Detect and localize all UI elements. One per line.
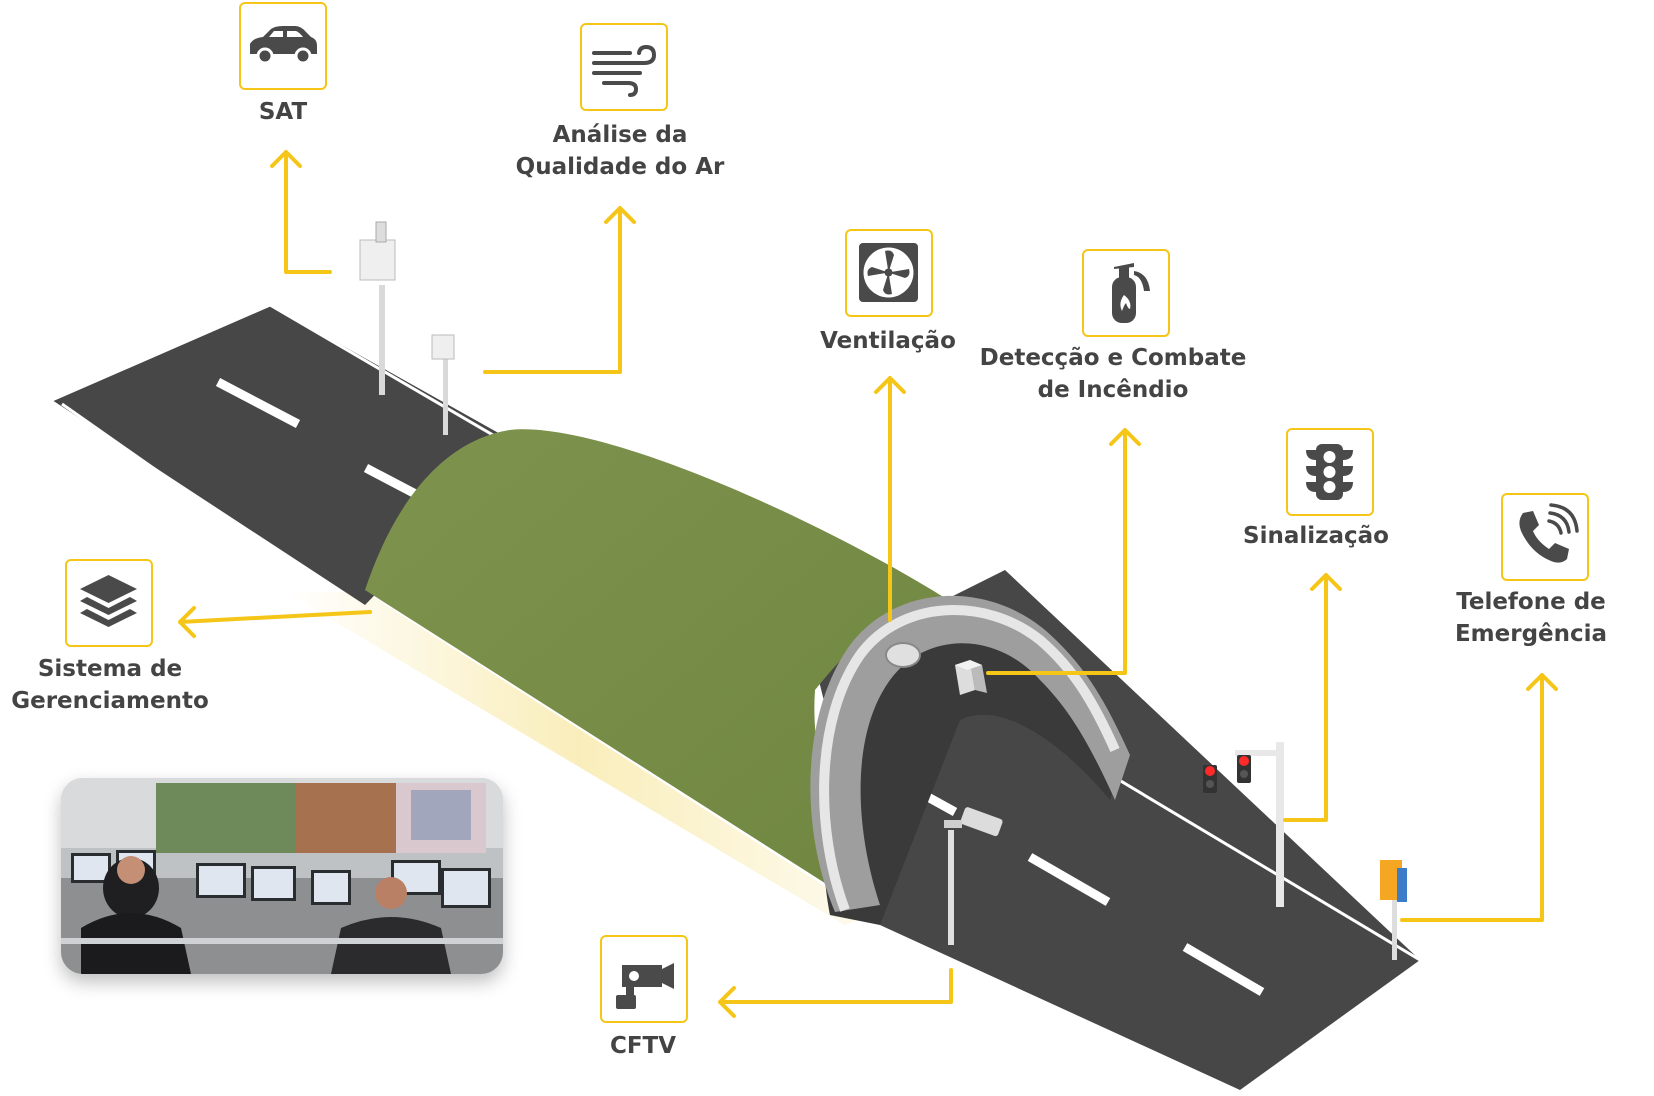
sat-sensor-pole: [359, 221, 396, 395]
label-cctv: CFTV: [609, 1033, 677, 1059]
label-ventilation: Ventilação: [820, 328, 956, 354]
signaling-icon-box[interactable]: [1286, 428, 1374, 516]
car-icon: [250, 26, 317, 65]
security-camera-icon: [616, 963, 674, 1009]
tunnel-ground-glow: [285, 592, 870, 925]
layers-icon: [80, 575, 137, 627]
traffic-light-icon: [1306, 444, 1353, 500]
cctv-icon-box[interactable]: [600, 935, 688, 1023]
label-emergency-phone: Telefone de Emergência: [1454, 589, 1608, 647]
wind-icon: [592, 44, 657, 97]
tunnel-interior: [823, 610, 1120, 925]
arrow-signaling: [1283, 573, 1342, 822]
air-quality-icon-box[interactable]: [580, 23, 668, 111]
arrow-air: [483, 206, 636, 374]
fan-icon: [859, 243, 918, 302]
label-air-quality: Análise da Qualidade do Ar: [515, 122, 725, 180]
arrow-phone: [1400, 673, 1558, 922]
label-fire: Detecção e Combate de Incêndio: [979, 345, 1247, 403]
ventilation-icon-box[interactable]: [845, 229, 933, 317]
emergency-phone-box: [1380, 860, 1407, 960]
control-room-photo: [61, 778, 503, 974]
arrow-fire: [986, 428, 1141, 675]
traffic-light-pole: [1203, 742, 1284, 907]
label-signaling: Sinalização: [1243, 523, 1389, 549]
air-sensor-pole: [431, 334, 455, 435]
fire-icon-box[interactable]: [1082, 249, 1170, 337]
arrow-management: [178, 606, 372, 638]
label-sat: SAT: [258, 99, 308, 125]
arrow-cctv: [718, 968, 953, 1018]
management-icon-box[interactable]: [65, 559, 153, 647]
fire-detector-box: [955, 660, 987, 695]
emergency-phone-icon-box[interactable]: [1501, 493, 1589, 581]
sat-icon-box[interactable]: [239, 2, 327, 90]
fire-extinguisher-icon: [1112, 263, 1150, 323]
control-room-illustration: [61, 778, 503, 974]
ceiling-fan: [885, 642, 921, 668]
tunnel-shell: [365, 429, 945, 915]
label-management: Sistema de Gerenciamento: [11, 656, 209, 714]
cctv-camera-pole: [944, 807, 1003, 945]
arrow-sat: [270, 150, 332, 274]
arrow-ventilation: [874, 376, 906, 622]
phone-icon: [1519, 503, 1579, 563]
